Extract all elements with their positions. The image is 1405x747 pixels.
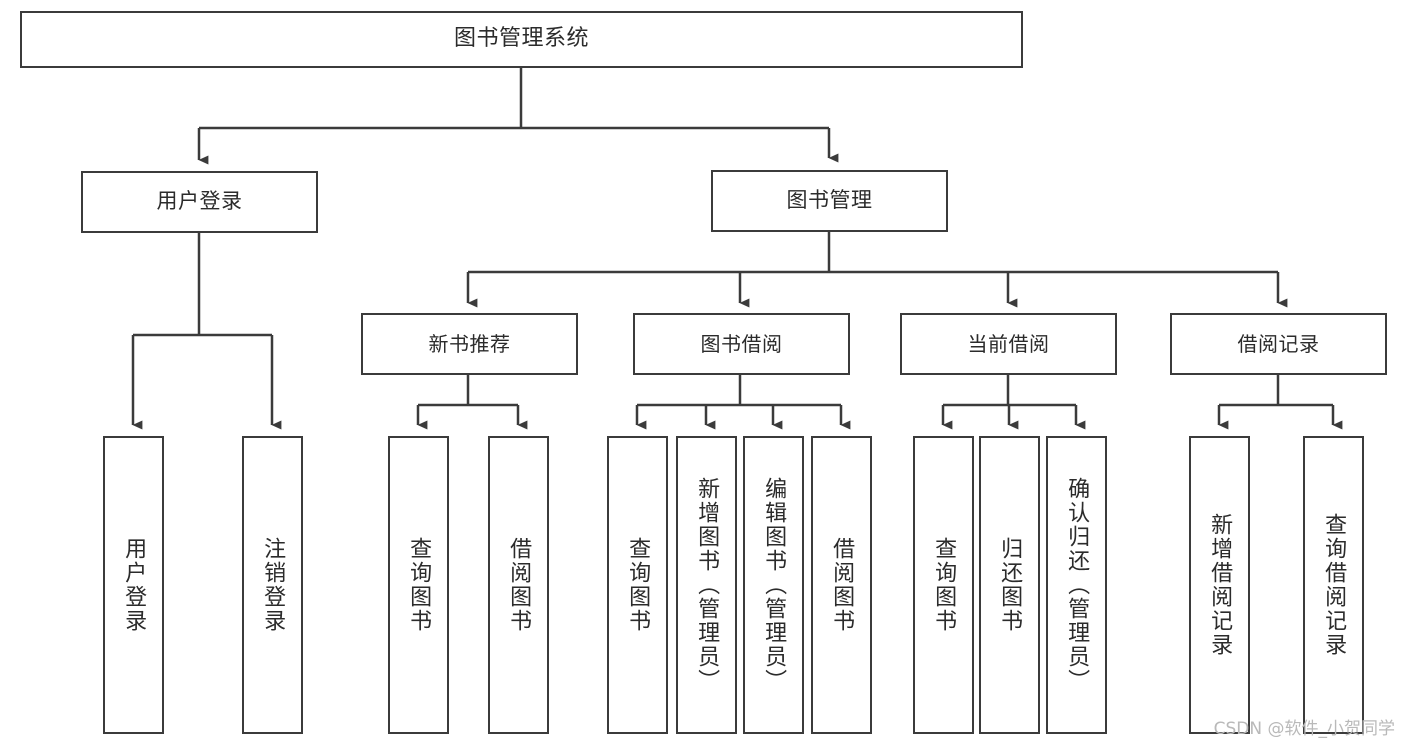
leaf-query-book-1[interactable]: 查询图书 <box>388 436 449 734</box>
leaf-borrow-book-1[interactable]: 借阅图书 <box>488 436 549 734</box>
leaf-borrow-book-2-label: 借阅图书 <box>829 537 855 633</box>
leaf-logout[interactable]: 注销登录 <box>242 436 303 734</box>
leaf-query-book-1-label: 查询图书 <box>406 537 432 633</box>
node-borrow-record[interactable]: 借阅记录 <box>1170 313 1387 375</box>
leaf-query-book-3[interactable]: 查询图书 <box>913 436 974 734</box>
leaf-logout-label: 注销登录 <box>260 537 286 633</box>
node-user-login[interactable]: 用户登录 <box>81 171 318 233</box>
leaf-confirm-return-label: 确认归还（管理员） <box>1064 477 1090 693</box>
node-book-borrow[interactable]: 图书借阅 <box>633 313 850 375</box>
leaf-query-book-3-label: 查询图书 <box>931 537 957 633</box>
node-borrow-record-label: 借阅记录 <box>1237 332 1320 356</box>
leaf-add-record[interactable]: 新增借阅记录 <box>1189 436 1250 734</box>
node-new-book-rec[interactable]: 新书推荐 <box>361 313 578 375</box>
leaf-edit-book-label: 编辑图书（管理员） <box>761 477 787 693</box>
leaf-borrow-book-1-label: 借阅图书 <box>506 537 532 633</box>
leaf-add-book[interactable]: 新增图书（管理员） <box>676 436 737 734</box>
node-new-book-rec-label: 新书推荐 <box>428 332 511 356</box>
leaf-add-record-label: 新增借阅记录 <box>1207 513 1233 657</box>
node-book-borrow-label: 图书借阅 <box>700 332 783 356</box>
node-book-manage[interactable]: 图书管理 <box>711 170 948 232</box>
node-root-label: 图书管理系统 <box>453 26 589 52</box>
leaf-user-login[interactable]: 用户登录 <box>103 436 164 734</box>
node-root[interactable]: 图书管理系统 <box>20 11 1023 68</box>
leaf-borrow-book-2[interactable]: 借阅图书 <box>811 436 872 734</box>
leaf-query-book-2-label: 查询图书 <box>625 537 651 633</box>
leaf-query-record-label: 查询借阅记录 <box>1321 513 1347 657</box>
leaf-edit-book[interactable]: 编辑图书（管理员） <box>743 436 804 734</box>
leaf-query-book-2[interactable]: 查询图书 <box>607 436 668 734</box>
node-user-login-label: 用户登录 <box>156 189 243 214</box>
leaf-user-login-label: 用户登录 <box>121 537 147 633</box>
leaf-confirm-return[interactable]: 确认归还（管理员） <box>1046 436 1107 734</box>
leaf-add-book-label: 新增图书（管理员） <box>694 477 720 693</box>
leaf-return-book-label: 归还图书 <box>997 537 1023 633</box>
node-current-borrow-label: 当前借阅 <box>967 332 1050 356</box>
node-current-borrow[interactable]: 当前借阅 <box>900 313 1117 375</box>
leaf-query-record[interactable]: 查询借阅记录 <box>1303 436 1364 734</box>
node-book-manage-label: 图书管理 <box>786 188 873 213</box>
leaf-return-book[interactable]: 归还图书 <box>979 436 1040 734</box>
